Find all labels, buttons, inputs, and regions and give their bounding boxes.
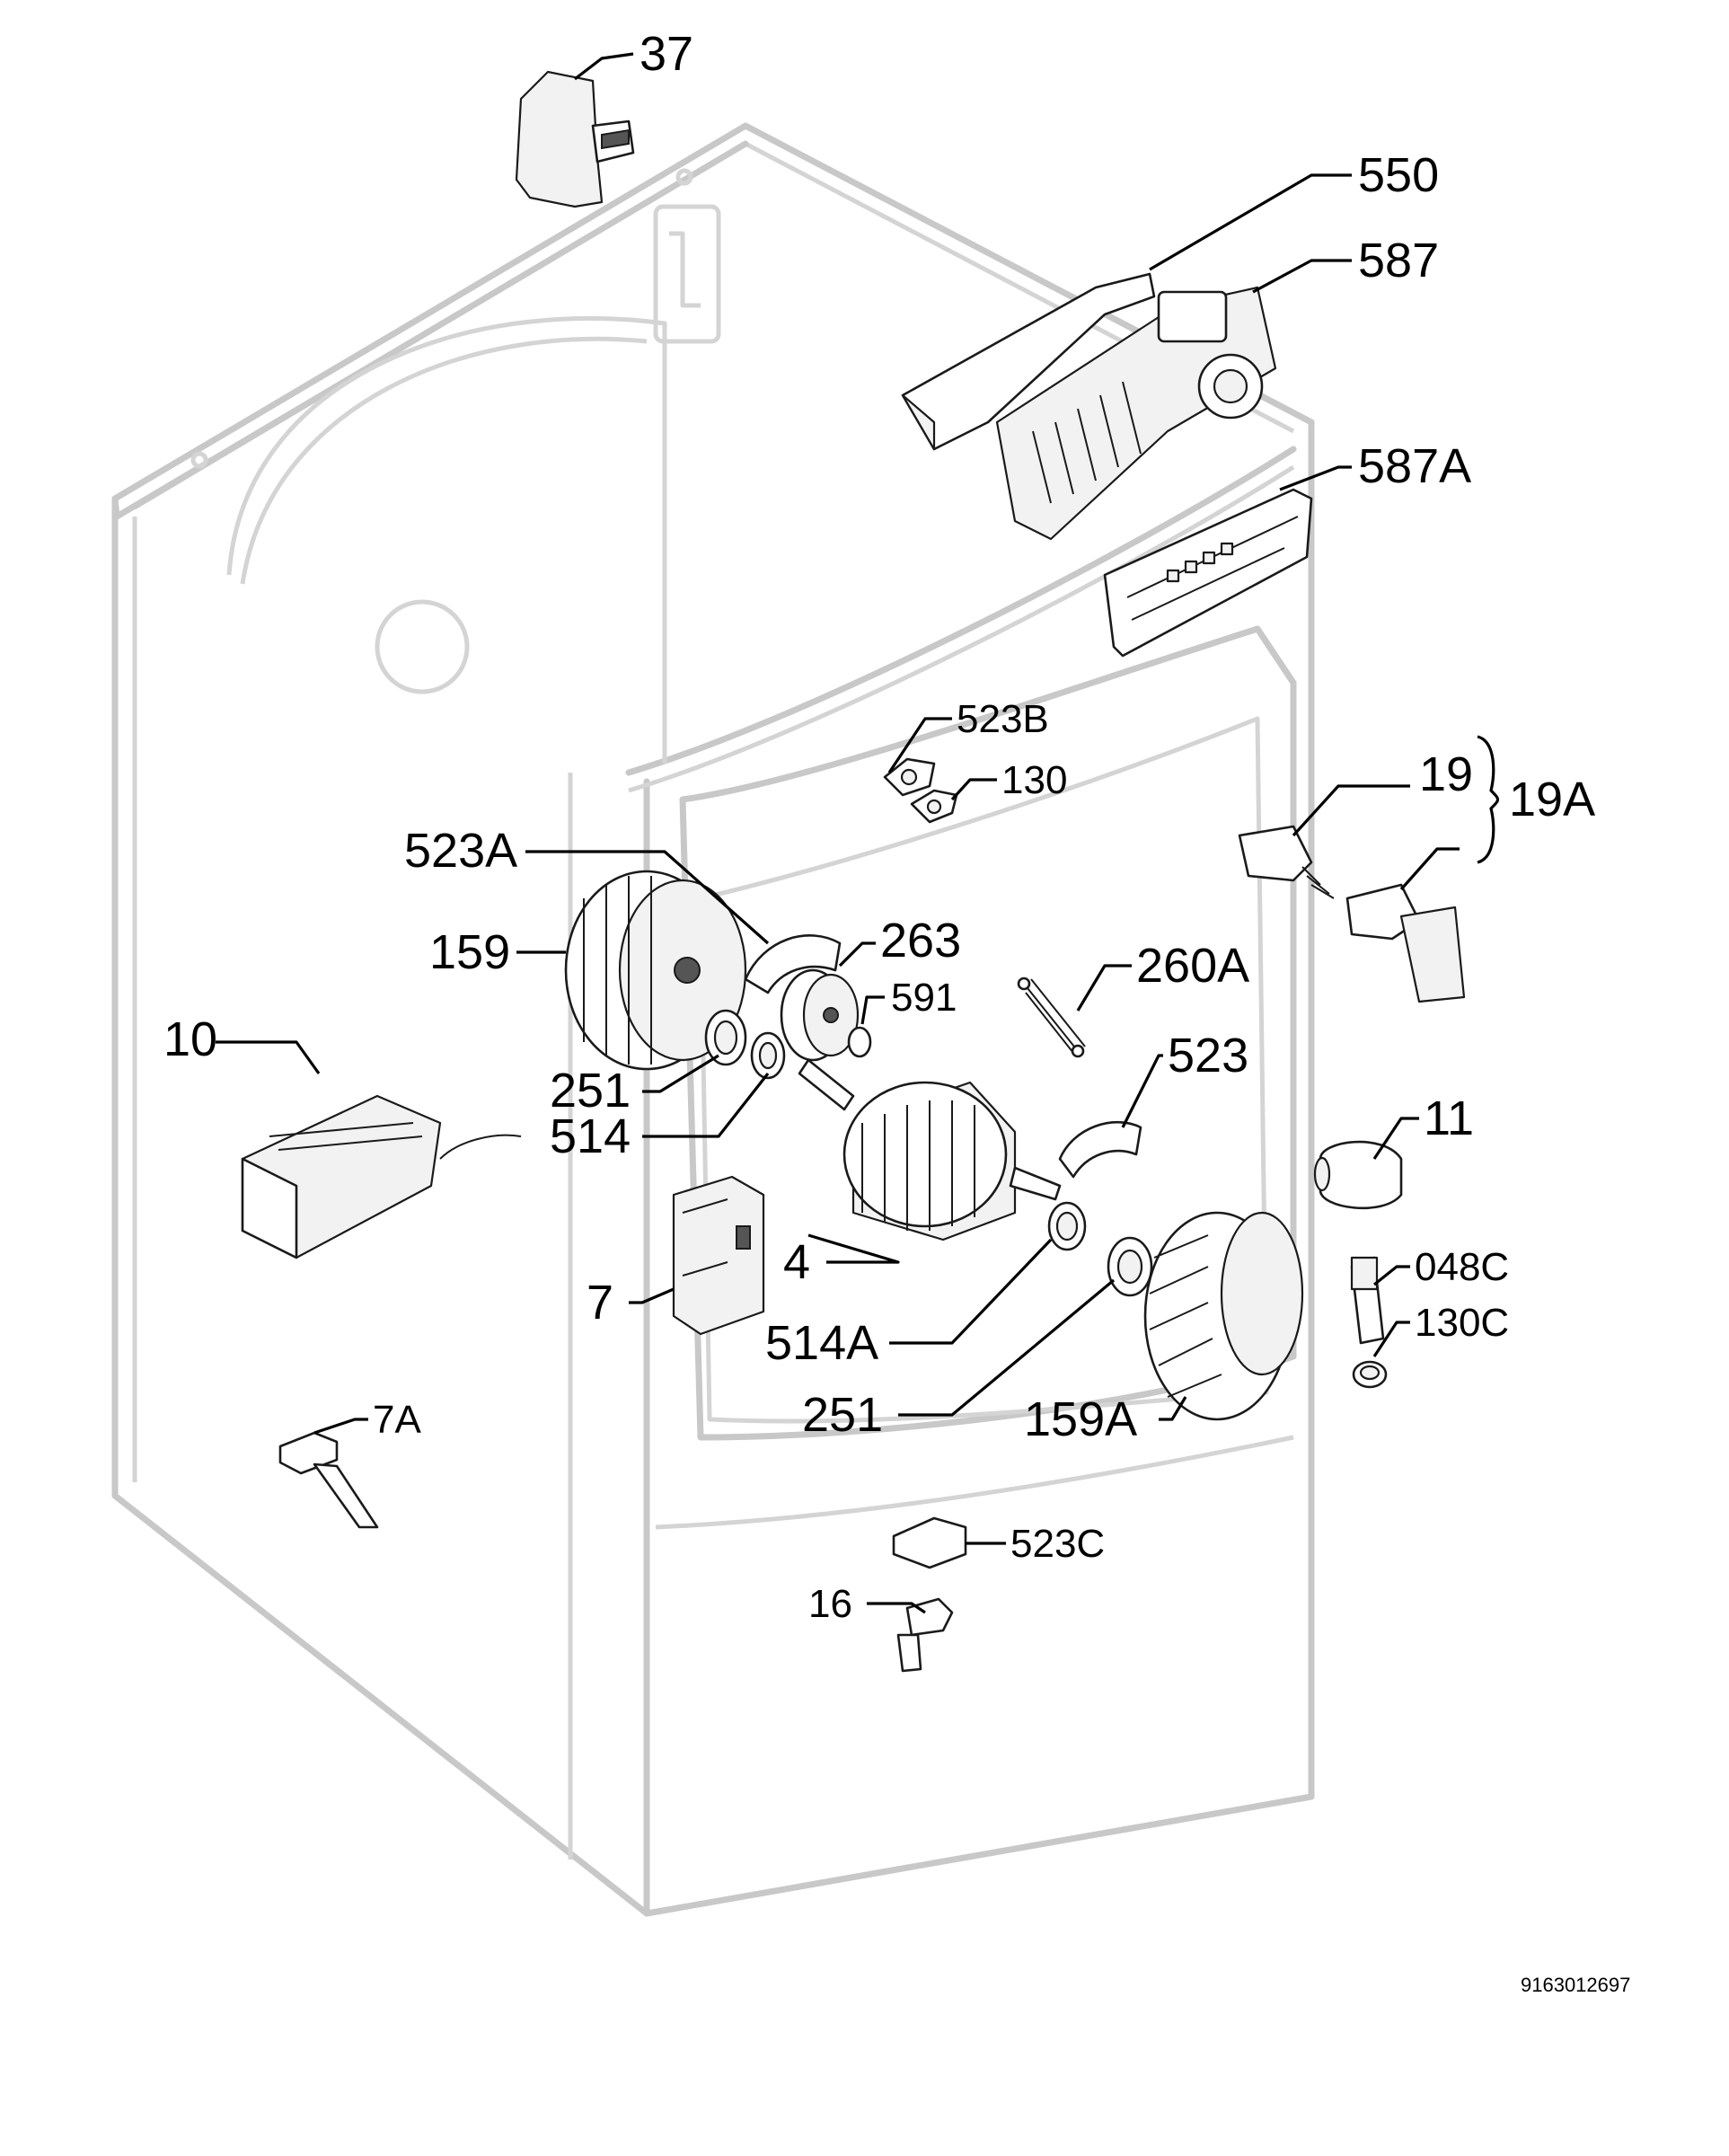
part-7-door-lock <box>672 1175 765 1336</box>
part-19-sensor <box>1238 825 1335 899</box>
callout-587: 587 <box>1358 234 1439 287</box>
part-514A-seal <box>1047 1201 1087 1251</box>
callout-514A: 514A <box>765 1316 878 1370</box>
part-260A-spring <box>1017 976 1086 1058</box>
callout-550: 550 <box>1358 148 1439 202</box>
part-251-bearing-lower <box>1107 1236 1153 1297</box>
part-523-bracket <box>1058 1120 1142 1179</box>
callout-523A: 523A <box>404 824 517 878</box>
part-130C-grommet <box>1352 1360 1388 1389</box>
part-587A-display-board <box>1103 488 1313 658</box>
callout-523B: 523B <box>957 697 1049 741</box>
part-130-clip <box>910 789 958 824</box>
part-514-seal <box>750 1031 786 1080</box>
callout-514: 514 <box>550 1109 631 1163</box>
part-587-control-unit <box>995 286 1277 541</box>
part-550-cover <box>901 272 1156 451</box>
callout-523C: 523C <box>1010 1522 1105 1566</box>
callout-159: 159 <box>429 925 510 979</box>
part-048C-sensor <box>1350 1256 1385 1345</box>
part-159-wheel <box>564 870 747 1071</box>
callout-11: 11 <box>1424 1091 1474 1145</box>
callout-251-upper: 251 <box>550 1064 631 1118</box>
callout-7: 7 <box>587 1276 613 1330</box>
part-19A-sensor-holder <box>1345 883 1466 1003</box>
callout-591: 591 <box>891 976 957 1020</box>
callout-130C: 130C <box>1415 1301 1509 1345</box>
part-37-lid-switch <box>515 70 635 208</box>
callout-19A: 19A <box>1509 773 1595 826</box>
part-159A-fan <box>1143 1211 1304 1421</box>
callout-251-lower: 251 <box>802 1388 883 1442</box>
part-263-pulley <box>780 968 860 1062</box>
part-251-bearing-upper <box>704 1009 747 1066</box>
callout-263: 263 <box>880 914 961 968</box>
callout-37: 37 <box>640 27 693 81</box>
part-7A-microswitch <box>278 1431 379 1529</box>
leader-lines <box>216 52 1500 1614</box>
callout-10: 10 <box>163 1012 217 1066</box>
callout-4: 4 <box>783 1235 810 1289</box>
part-591-washer <box>847 1026 872 1058</box>
callout-7A: 7A <box>373 1398 421 1442</box>
part-10-heater <box>241 1094 522 1259</box>
part-523A-bracket <box>744 934 842 994</box>
callout-159A: 159A <box>1024 1392 1137 1446</box>
callout-587A: 587A <box>1358 439 1471 493</box>
callout-130: 130 <box>1001 758 1067 802</box>
part-523B-bracket <box>883 757 936 797</box>
callout-523: 523 <box>1168 1029 1248 1082</box>
part-523C-bracket <box>892 1516 967 1569</box>
part-11-capacitor <box>1313 1140 1403 1210</box>
callout-048C: 048C <box>1415 1245 1509 1289</box>
part-4-motor <box>798 1058 1062 1241</box>
cabinet-outline <box>111 122 1315 1917</box>
callout-19: 19 <box>1419 747 1473 801</box>
part-16-switch <box>896 1597 954 1673</box>
callout-16: 16 <box>808 1582 852 1626</box>
callout-260A: 260A <box>1136 939 1249 993</box>
callout-labels: 37 550 587 587A 523B 130 19 19A 523A 263… <box>163 27 1630 1996</box>
document-number: 9163012697 <box>1521 1974 1630 1996</box>
